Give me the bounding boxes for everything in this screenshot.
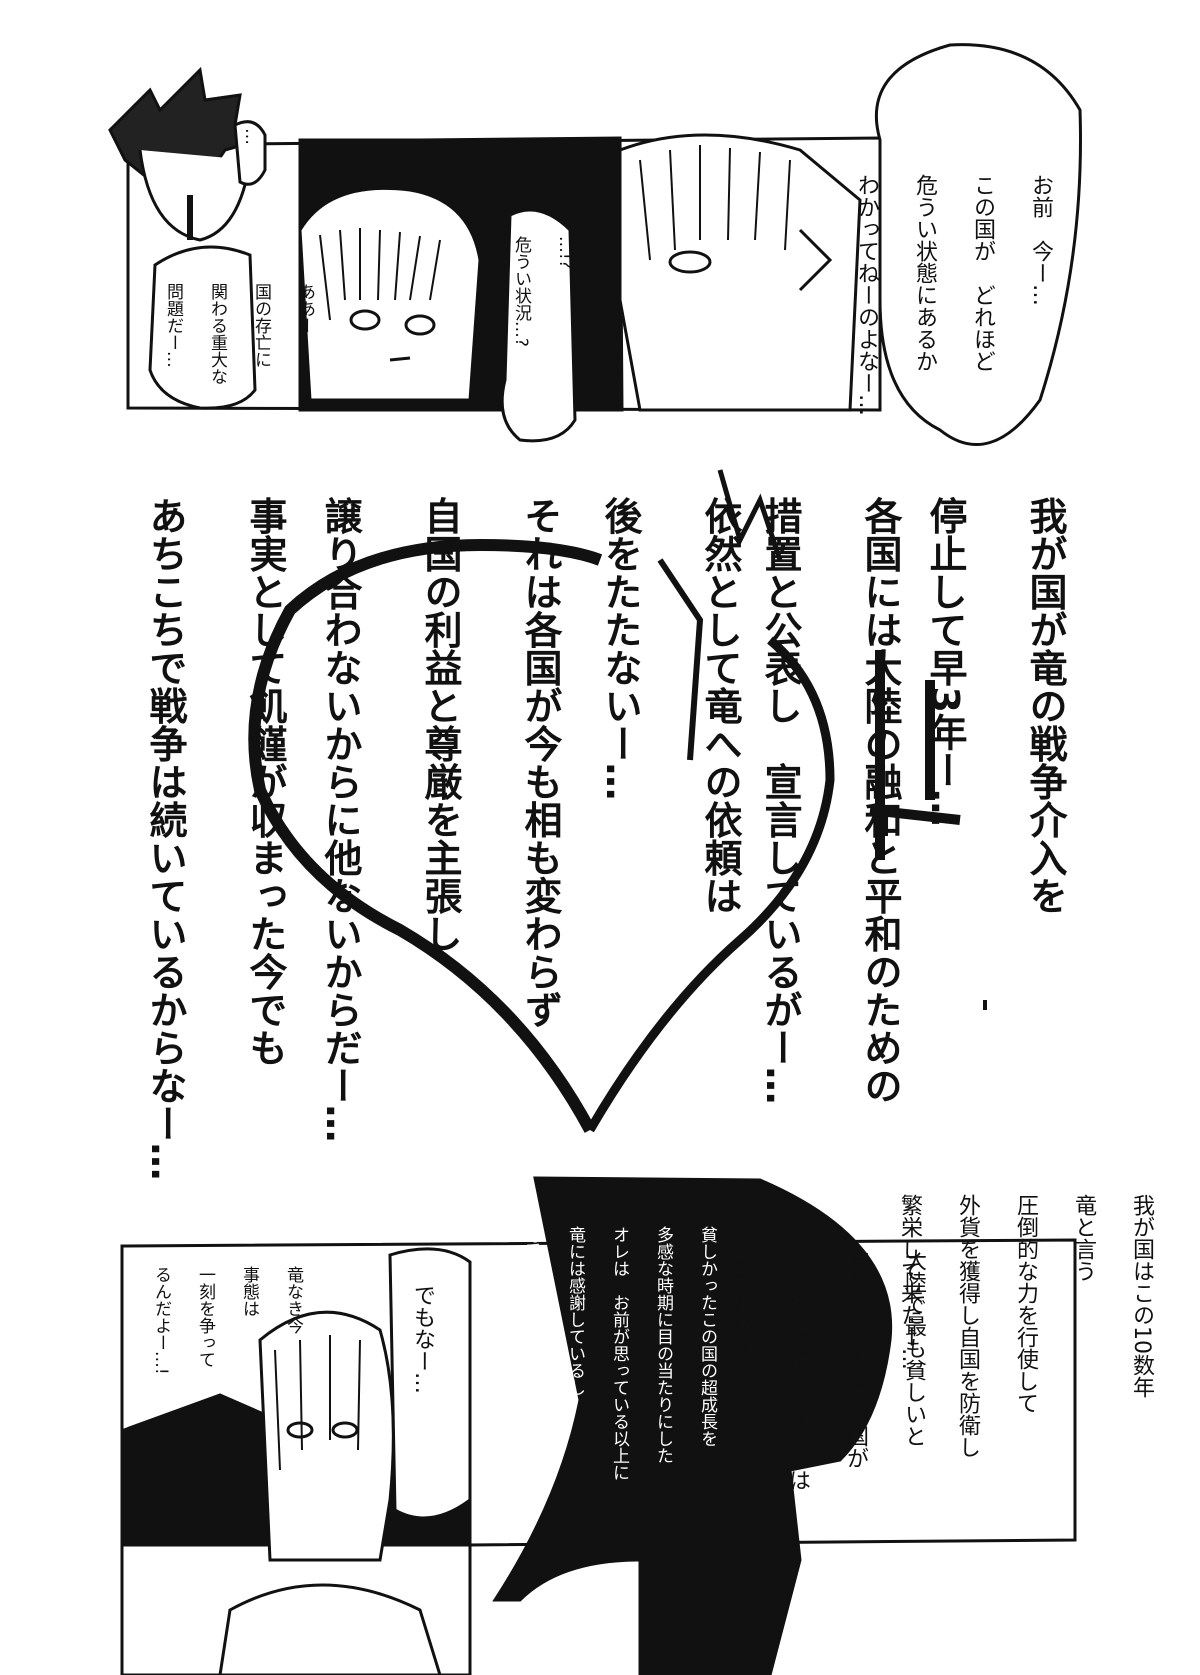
caption-right-line-4: 外貨を獲得し自国を防衛し bbox=[955, 1194, 980, 1458]
narration-col-4-line-3: 譲り合わないからに他ないからだー… bbox=[318, 496, 362, 1143]
caption-middle-line-1: 大陸で最も貧しいと bbox=[901, 1249, 926, 1447]
narration-col-1-line-1: 我が国が竜の戦争介入を bbox=[1023, 496, 1067, 915]
caption-right-line-2: 竜と言う bbox=[1071, 1194, 1096, 1282]
caption-dark-line-5: 尊重していたんだぜー…? bbox=[521, 1225, 541, 1422]
speech-left-line-2: 事態は bbox=[239, 1265, 259, 1317]
speech-main-text: お前 今ー… この国が どれほど 危うい状態にあるか わかってねーのよなー… bbox=[852, 160, 1084, 440]
speech-main-line-1: お前 今ー… bbox=[1028, 174, 1053, 306]
balloon-demo bbox=[388, 1247, 472, 1520]
speech-boy-line-4: 問題だー… bbox=[163, 282, 183, 368]
balloon-boy bbox=[148, 245, 257, 410]
caption-dark-line-1: 貧しかったこの国の超成長を bbox=[697, 1225, 717, 1447]
narration-col-2-line-1: 各国には大陸の融和と平和のための bbox=[858, 496, 902, 1105]
caption-middle-line-2: 言われて来たこの国が bbox=[843, 1249, 868, 1469]
caption-dark-line-3: オレは お前が思っている以上に bbox=[609, 1225, 629, 1481]
speech-dots-text: … bbox=[241, 128, 261, 145]
speech-girl-line-1: …!? bbox=[555, 235, 575, 269]
narration-col-4-line-2: 自国の利益と尊厳を主張し bbox=[418, 496, 462, 953]
caption-right-line-5: 繁栄して来たー… bbox=[897, 1194, 922, 1370]
balloon-dots bbox=[233, 120, 267, 186]
speech-left-line-1: 竜なき今 bbox=[283, 1265, 303, 1334]
narration-col-4-line-1: それは各国が今も相も変わらず bbox=[518, 496, 562, 1029]
narration-col-1: 我が国が竜の戦争介入を 停止して早3年ー… bbox=[920, 470, 1120, 1030]
speech-demo-text: でもなー… bbox=[408, 1270, 466, 1500]
caption-right-line-3: 圧倒的な力を行使して bbox=[1013, 1194, 1038, 1414]
caption-middle-line-4: 竜のおかげだー… bbox=[727, 1249, 752, 1425]
narration-col-3: 依然として竜への依頼は 後をたたないー… bbox=[595, 470, 795, 1010]
speech-balloons bbox=[148, 43, 1082, 1520]
narration-col-5-line-2: あちこちで戦争は続いているからなー… bbox=[143, 496, 187, 1181]
caption-middle: 大陸で最も貧しいと 言われて来たこの国が これほど繁栄できたのは 竜のおかげだー… bbox=[725, 1235, 957, 1575]
narration-col-2: 各国には大陸の融和と平和のための 措置と公表し 宣言しているがー… bbox=[755, 470, 955, 1110]
speech-main-line-3: 危うい状態にあるか bbox=[912, 174, 937, 372]
panel-2-art bbox=[248, 469, 987, 1133]
panel-1-art bbox=[108, 66, 882, 412]
narration-col-4: それは各国が今も相も変わらず 自国の利益と尊厳を主張し 譲り合わないからに他ない… bbox=[315, 470, 615, 1190]
balloon-girl bbox=[500, 208, 577, 443]
speech-boy-text: ああー… 国の存亡に 関わる重大な 問題だー… bbox=[162, 272, 338, 402]
speech-main-line-2: この国が どれほど bbox=[970, 174, 995, 372]
speech-main-line-4: わかってねーのよなー… bbox=[854, 174, 879, 416]
speech-boy-line-2: 国の存亡に bbox=[251, 282, 271, 368]
caption-dark-line-2: 多感な時期に目の当たりにした bbox=[653, 1225, 673, 1464]
narration-col-5-line-1: 事実として飢饉が収まった今でも bbox=[243, 496, 287, 1067]
narration-col-2-line-2: 措置と公表し 宣言しているがー… bbox=[758, 496, 802, 1105]
speech-girl-text: …!? 危うい状況…? bbox=[510, 225, 598, 425]
speech-left-line-4: るんだよー…! bbox=[151, 1265, 171, 1375]
balloon-main bbox=[874, 43, 1082, 446]
caption-middle-line-3: これほど繁栄できたのは bbox=[785, 1249, 810, 1491]
caption-right: 我が国はこの10数年 竜と言う 圧倒的な力を行使して 外貨を獲得し自国を防衛し … bbox=[895, 1180, 1185, 1580]
narration-col-3-line-2: 後をたたないー… bbox=[598, 496, 642, 801]
speech-boy-line-3: 関わる重大な bbox=[207, 282, 227, 385]
speech-demo-line-1: でもなー… bbox=[410, 1284, 435, 1394]
panel-3-art bbox=[120, 1176, 1077, 1675]
narration-col-5: 事実として飢饉が収まった今でも あちこちで戦争は続いているからなー… bbox=[140, 470, 340, 1230]
narration-col-3-line-1: 依然として竜への依頼は bbox=[698, 496, 742, 915]
speech-left-text: 竜なき今 事態は 一刻を争って るんだよー…! bbox=[150, 1255, 326, 1485]
speech-left-line-3: 一刻を争って bbox=[195, 1265, 215, 1368]
caption-right-line-1: 我が国はこの10数年 bbox=[1129, 1194, 1154, 1398]
speech-girl-line-2: 危うい状況…? bbox=[511, 235, 531, 347]
narration-col-1-line-2: 停止して早3年ー… bbox=[923, 496, 967, 827]
caption-dark: 貧しかったこの国の超成長を 多感な時期に目の当たりにした オレは お前が思ってい… bbox=[520, 1215, 740, 1575]
speech-boy-line-1: ああー… bbox=[295, 282, 315, 351]
caption-dark-line-4: 竜には感謝しているし bbox=[565, 1225, 585, 1396]
